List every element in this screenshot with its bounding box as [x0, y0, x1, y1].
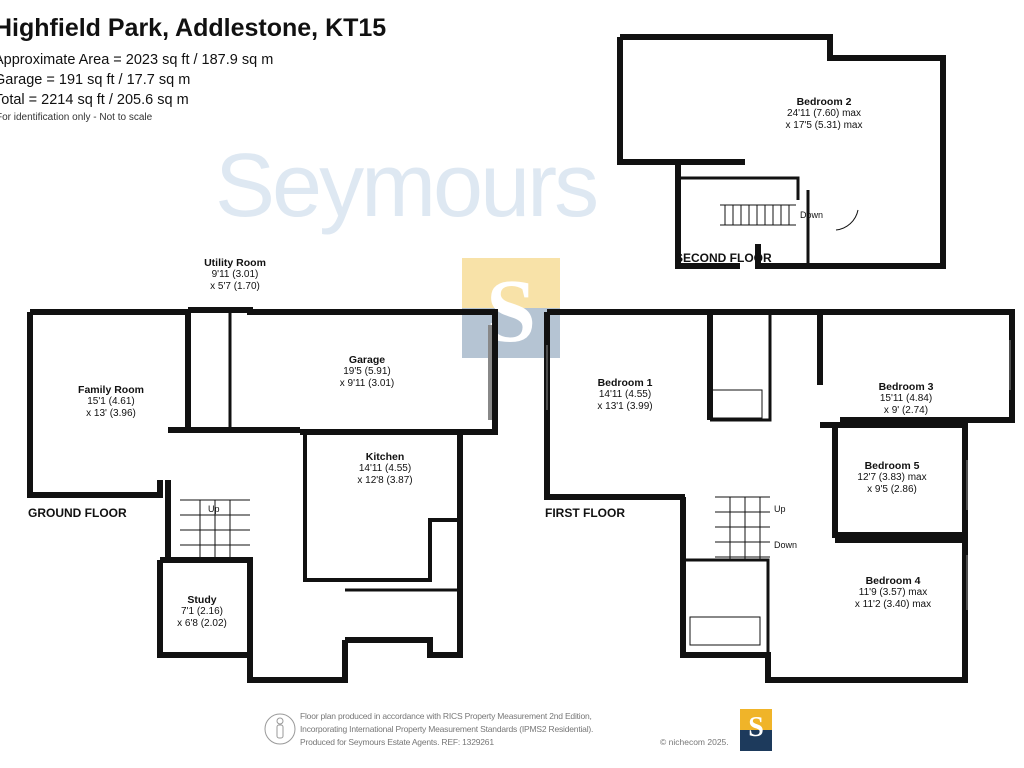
area-total-approx: Approximate Area = 2023 sq ft / 187.9 sq… — [0, 52, 274, 68]
footer-text: Floor plan produced in accordance with R… — [300, 711, 594, 747]
second-floor-label: SECOND FLOOR — [675, 251, 772, 265]
area-garage: Garage = 191 sq ft / 17.7 sq m — [0, 72, 191, 88]
second-floor-walls — [617, 34, 946, 269]
page-title: Highfield Park, Addlestone, KT15 — [0, 14, 387, 42]
stairs-up-ground: Up — [208, 504, 220, 514]
watermark-logo: S — [462, 258, 560, 361]
seymours-logo: S — [740, 709, 772, 751]
stairs-down-second: Down — [800, 210, 824, 220]
ground-floor-label: GROUND FLOOR — [28, 506, 127, 520]
stairs-down-first: Down — [774, 540, 798, 550]
area-total: Total = 2214 sq ft / 205.6 sq m — [0, 92, 189, 108]
watermark-text: Seymours — [215, 136, 599, 236]
scale-note: For identification only - Not to scale — [0, 112, 153, 123]
first-floor-label: FIRST FLOOR — [545, 506, 625, 520]
stairs-up-first: Up — [774, 504, 786, 514]
copyright: © nichecom 2025. — [660, 737, 729, 747]
